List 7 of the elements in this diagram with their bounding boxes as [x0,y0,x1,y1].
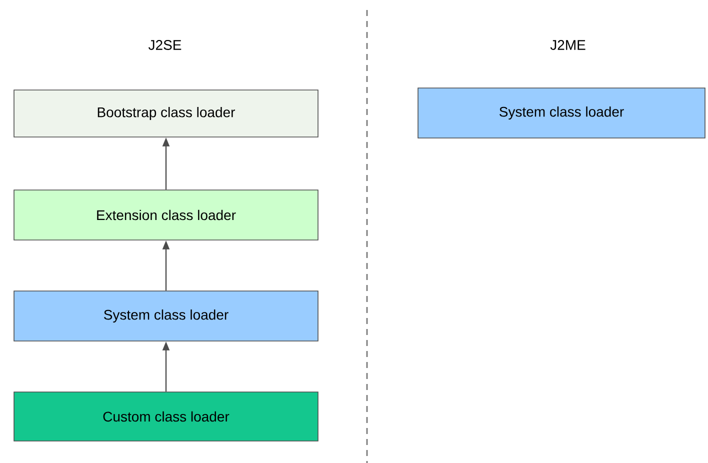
column-heading: J2ME [550,40,586,50]
class-loader-box: System class loader [418,88,706,138]
class-loader-box: Extension class loader [14,190,318,240]
class-loader-box: System class loader [14,290,318,342]
class-loader-box: Custom class loader [14,392,318,442]
class-loader-box: Bootstrap class loader [14,90,318,138]
column-heading: J2SE [148,40,182,50]
